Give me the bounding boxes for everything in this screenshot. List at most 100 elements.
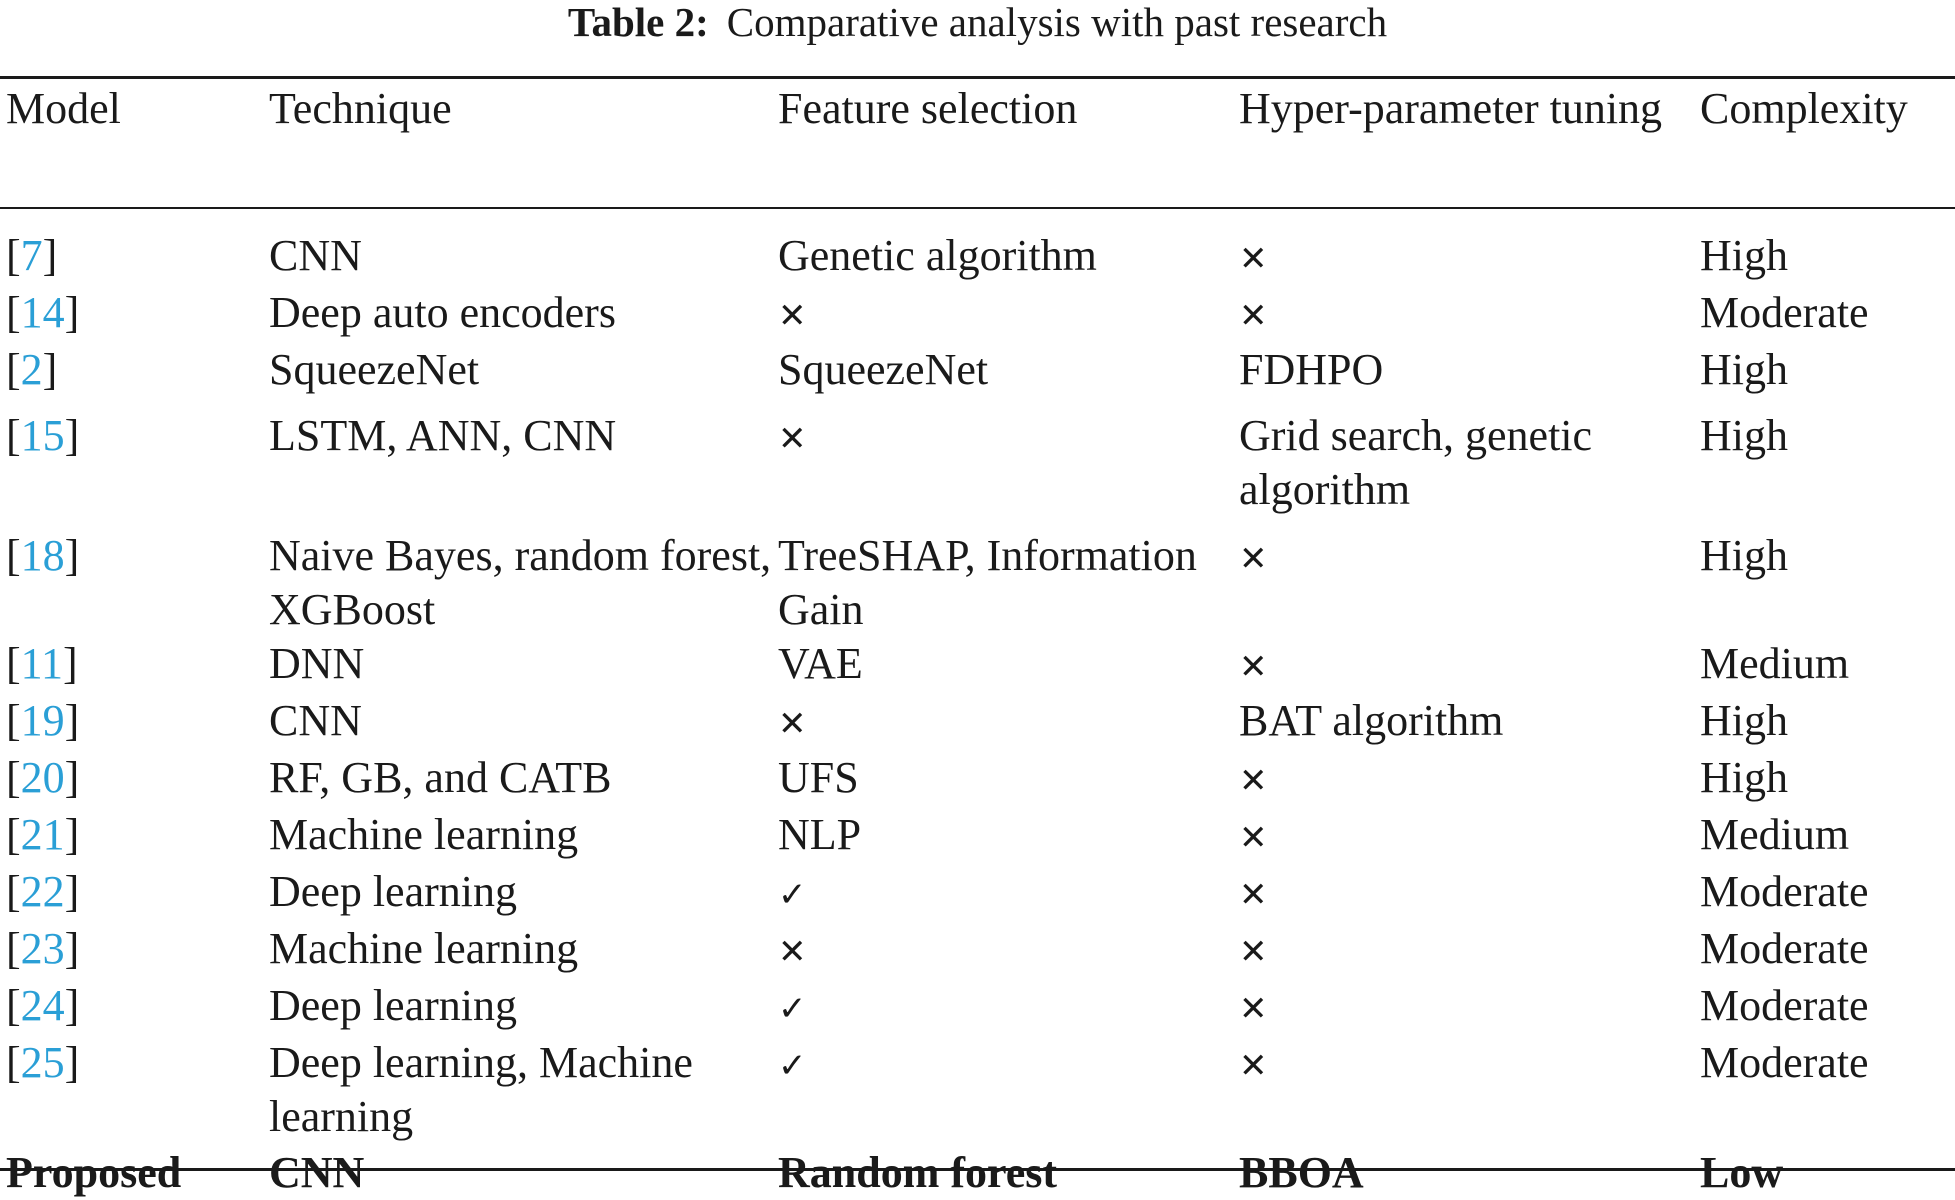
cell-hyperparameter-tuning: BAT algorithm — [1239, 696, 1504, 745]
cell-feature-selection: NLP — [778, 810, 862, 859]
bracket-open: [ — [6, 288, 21, 337]
check-mark-icon: ✓ — [778, 1046, 807, 1086]
header-model: Model — [6, 84, 121, 133]
cell-hyperparameter-tuning: ✕ — [1233, 286, 1694, 343]
cell-complexity: Medium — [1700, 810, 1850, 859]
bracket-close: ] — [64, 288, 80, 337]
cell-feature-selection: ✕ — [772, 286, 1233, 343]
cross-mark-icon: ✕ — [1239, 539, 1268, 579]
table-row: [24]Deep learning✓✕Moderate — [0, 979, 1955, 1036]
citation-link[interactable]: 7 — [20, 231, 43, 280]
cell-technique: Machine learning — [269, 810, 579, 859]
citation-link[interactable]: 21 — [20, 810, 65, 859]
bottom-rule — [0, 1168, 1955, 1171]
comparison-table: Model Technique Feature selection Hyper-… — [0, 82, 1955, 1200]
cell-feature-selection: Genetic algorithm — [778, 231, 1097, 280]
citation-link[interactable]: 22 — [20, 867, 65, 916]
proposed-model: Proposed — [6, 1148, 182, 1197]
citation-link[interactable]: 25 — [20, 1038, 65, 1087]
header-hyperparameter-tuning: Hyper-parameter tuning — [1239, 84, 1663, 133]
bracket-close: ] — [63, 639, 78, 688]
cell-technique: LSTM, ANN, CNN — [269, 411, 617, 460]
cross-mark-icon: ✕ — [1239, 1046, 1268, 1086]
cross-mark-icon: ✕ — [1239, 239, 1268, 279]
header-complexity: Complexity — [1700, 84, 1908, 133]
cell-hyperparameter-tuning: ✕ — [1233, 865, 1694, 922]
cross-mark-icon: ✕ — [778, 932, 807, 972]
proposed-tuning: BBOA — [1239, 1148, 1364, 1197]
caption-label: Table 2: — [567, 0, 709, 45]
bracket-open: [ — [6, 753, 21, 802]
top-rule — [0, 76, 1955, 79]
cell-feature-selection: SqueezeNet — [778, 345, 989, 394]
cell-model-ref: [7] — [0, 207, 263, 286]
proposed-complexity: Low — [1700, 1148, 1784, 1197]
bracket-open: [ — [6, 981, 21, 1030]
cell-hyperparameter-tuning: ✕ — [1233, 517, 1694, 637]
cell-technique: CNN — [269, 231, 362, 280]
header-row: Model Technique Feature selection Hyper-… — [0, 82, 1955, 207]
cell-hyperparameter-tuning: ✕ — [1233, 979, 1694, 1036]
cell-feature-selection: ✓ — [772, 865, 1233, 922]
cell-model-ref: [14] — [0, 286, 263, 343]
bracket-close: ] — [64, 411, 80, 460]
cell-feature-selection: TreeSHAP, Information Gain — [778, 531, 1197, 634]
cross-mark-icon: ✕ — [1239, 875, 1268, 915]
citation-link[interactable]: 20 — [20, 753, 65, 802]
header-technique: Technique — [269, 84, 452, 133]
cell-hyperparameter-tuning: ✕ — [1233, 922, 1694, 979]
citation-link[interactable]: 14 — [20, 288, 65, 337]
cell-model-ref: [11] — [0, 637, 263, 694]
bracket-open: [ — [6, 639, 21, 688]
cross-mark-icon: ✕ — [1239, 296, 1268, 336]
citation-link[interactable]: 19 — [20, 696, 65, 745]
cell-complexity: High — [1700, 531, 1788, 580]
citation-link[interactable]: 15 — [20, 411, 65, 460]
bracket-open: [ — [6, 1038, 21, 1087]
cell-complexity: Medium — [1700, 639, 1850, 688]
cell-technique: Deep learning — [269, 981, 517, 1030]
cell-model-ref: [21] — [0, 808, 263, 865]
bracket-close: ] — [42, 231, 58, 280]
bracket-close: ] — [64, 867, 80, 916]
cross-mark-icon: ✕ — [1239, 647, 1268, 687]
cell-model-ref: [23] — [0, 922, 263, 979]
bracket-close: ] — [64, 810, 80, 859]
proposed-feature: Random forest — [778, 1148, 1058, 1197]
cell-feature-selection: ✕ — [772, 397, 1233, 517]
cell-complexity: Moderate — [1700, 1038, 1869, 1087]
cell-hyperparameter-tuning: Grid search, genetic algorithm — [1239, 411, 1593, 514]
bracket-open: [ — [6, 231, 21, 280]
bracket-open: [ — [6, 810, 21, 859]
cell-model-ref: [24] — [0, 979, 263, 1036]
citation-link[interactable]: 18 — [20, 531, 65, 580]
table-row: [14]Deep auto encoders✕✕Moderate — [0, 286, 1955, 343]
cross-mark-icon: ✕ — [1239, 818, 1268, 858]
citation-link[interactable]: 2 — [20, 345, 43, 394]
bracket-open: [ — [6, 867, 21, 916]
cell-model-ref: [20] — [0, 751, 263, 808]
cell-technique: Machine learning — [269, 924, 579, 973]
cell-model-ref: [25] — [0, 1036, 263, 1144]
cell-complexity: High — [1700, 696, 1788, 745]
citation-link[interactable]: 24 — [20, 981, 65, 1030]
cross-mark-icon: ✕ — [1239, 761, 1268, 801]
cell-model-ref: [18] — [0, 517, 263, 637]
bracket-open: [ — [6, 696, 21, 745]
citation-link[interactable]: 11 — [20, 639, 64, 688]
cell-technique: SqueezeNet — [269, 345, 480, 394]
citation-link[interactable]: 23 — [20, 924, 65, 973]
cell-hyperparameter-tuning: ✕ — [1233, 207, 1694, 286]
cell-technique: Deep learning, Machine learning — [269, 1038, 693, 1141]
cell-technique: CNN — [269, 696, 362, 745]
bracket-open: [ — [6, 345, 21, 394]
cell-feature-selection: UFS — [778, 753, 859, 802]
cross-mark-icon: ✕ — [778, 419, 807, 459]
cell-complexity: High — [1700, 411, 1788, 460]
cell-model-ref: [2] — [0, 343, 263, 397]
